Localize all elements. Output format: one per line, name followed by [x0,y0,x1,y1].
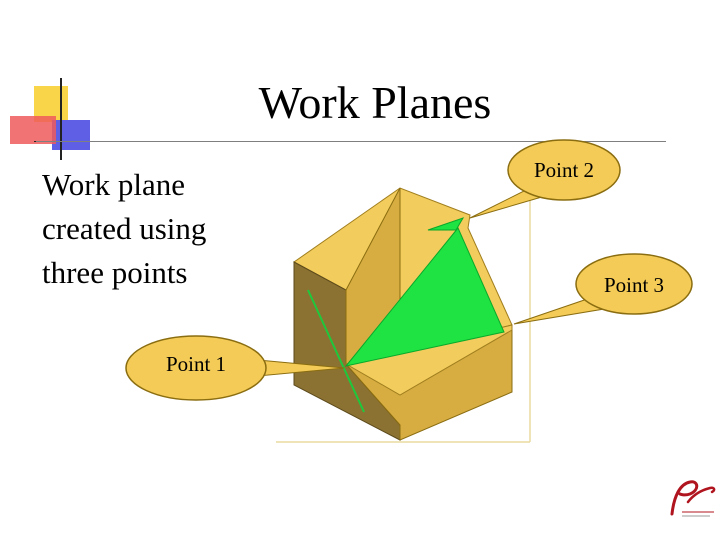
callout-3-label: Point 3 [603,273,665,297]
work-plane-marker [427,217,465,231]
deco-red-square [10,116,56,144]
corner-decoration [0,0,100,160]
body-line-2: created using [42,211,207,246]
body-line-3: three points [42,255,188,290]
callout-2-bubble [507,139,621,201]
callout-1-bubble [125,335,267,401]
title-divider [36,141,666,142]
callout-3-bubble [575,253,693,315]
work-axis-line [307,289,365,413]
publisher-logo-icon [670,480,716,517]
work-plane [344,227,505,367]
callout-1-label: Point 1 [165,352,227,376]
deco-blue-square [52,120,90,150]
deco-vertical-line [60,78,62,160]
body-text: Work plane created using three points [42,163,282,295]
body-line-1: Work plane [42,167,185,202]
callout-2-label: Point 2 [533,158,595,182]
slide-title: Work Planes [258,77,492,128]
